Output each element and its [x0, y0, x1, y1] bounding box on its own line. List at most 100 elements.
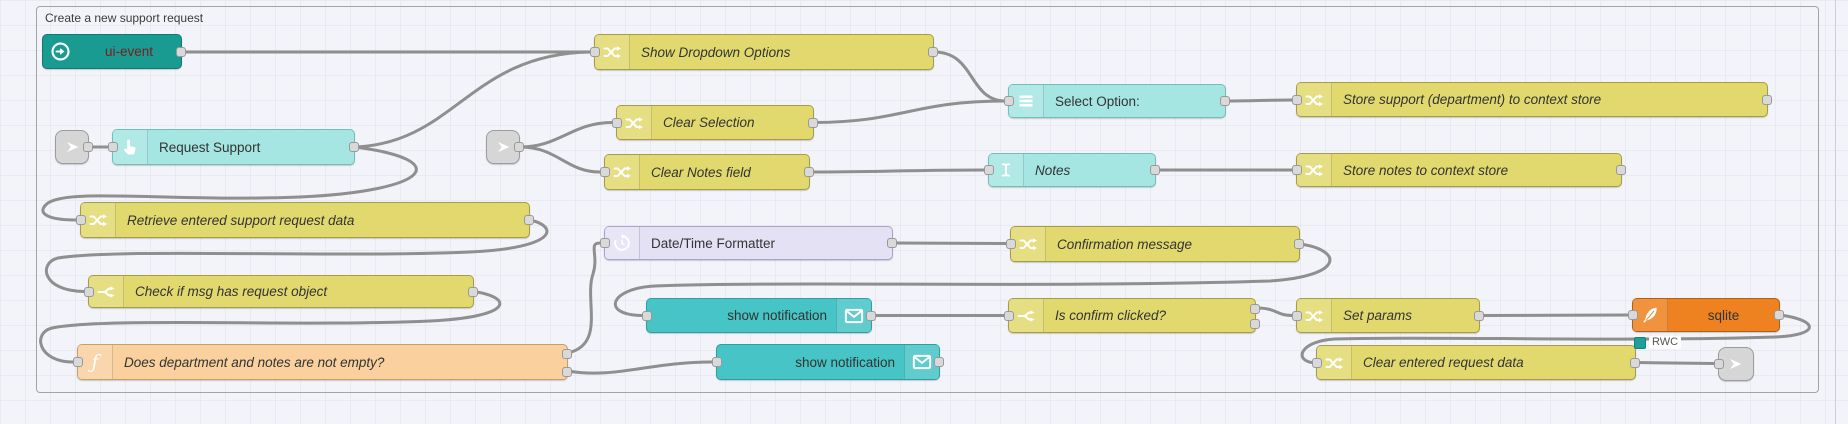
input-port[interactable]	[73, 357, 83, 367]
output-port[interactable]	[562, 367, 572, 377]
node-label: Set params	[1343, 308, 1413, 323]
wire[interactable]	[353, 50, 592, 149]
node-notif-2[interactable]: show notification	[712, 344, 944, 380]
wire[interactable]	[1300, 313, 1811, 364]
input-port[interactable]	[600, 167, 610, 177]
output-port[interactable]	[808, 117, 818, 128]
output-port[interactable]	[1220, 96, 1230, 106]
input-port[interactable]	[1292, 165, 1302, 175]
input-port[interactable]	[1628, 310, 1638, 320]
output-port[interactable]	[1616, 165, 1626, 175]
wire[interactable]	[1254, 306, 1294, 317]
wire[interactable]	[44, 218, 549, 293]
node-retrieve[interactable]: Retrieve entered support request data	[76, 202, 534, 238]
node-notes[interactable]: Notes	[984, 153, 1160, 187]
node-notif-1[interactable]: show notification	[642, 298, 876, 333]
wire[interactable]	[808, 168, 986, 174]
envelope-icon	[904, 345, 939, 379]
output-port[interactable]	[887, 238, 897, 248]
flow-group[interactable]: Create a new support request	[36, 6, 1819, 393]
wire[interactable]	[1634, 361, 1716, 365]
node-store-notes[interactable]: Store notes to context store	[1292, 153, 1626, 187]
output-port[interactable]	[1762, 94, 1772, 105]
output-port[interactable]	[1250, 319, 1260, 329]
output-port[interactable]	[1630, 357, 1640, 368]
output-port[interactable]	[176, 46, 186, 57]
node-confirm-msg[interactable]: Confirmation message	[1006, 226, 1304, 262]
input-port[interactable]	[612, 117, 622, 128]
input-port[interactable]	[1004, 96, 1014, 106]
node-set-params[interactable]: Set params	[1292, 298, 1484, 333]
input-port[interactable]	[1292, 94, 1302, 105]
node-link-in-2[interactable]	[486, 130, 524, 164]
output-port[interactable]	[83, 142, 93, 152]
input-port[interactable]	[1004, 310, 1014, 321]
feather-icon	[1633, 299, 1668, 331]
node-select-option[interactable]: Select Option:	[1004, 84, 1230, 118]
node-clear-notes[interactable]: Clear Notes field	[600, 154, 814, 190]
node-store-support[interactable]: Store support (department) to context st…	[1292, 82, 1772, 117]
node-label: Does department and notes are not empty?	[124, 354, 385, 370]
node-clear-selection[interactable]: Clear Selection	[612, 105, 818, 140]
node-request-support[interactable]: Request Support	[108, 129, 359, 165]
wire[interactable]	[613, 242, 1332, 317]
wire[interactable]	[518, 145, 602, 174]
output-port[interactable]	[928, 47, 938, 57]
node-clear-entered[interactable]: Clear entered request data	[1312, 345, 1640, 380]
node-show-dropdown[interactable]: Show Dropdown Options	[590, 34, 938, 70]
node-label: Date/Time Formatter	[651, 235, 776, 251]
node-dtf[interactable]: Date/Time Formatter	[600, 226, 897, 260]
wire[interactable]	[812, 99, 1006, 124]
envelope-icon	[836, 299, 871, 332]
input-port[interactable]	[590, 47, 600, 57]
node-ui-event[interactable]: ui-event	[42, 34, 186, 69]
output-port[interactable]	[468, 286, 478, 297]
shuffle-icon	[1011, 227, 1046, 261]
output-port[interactable]	[349, 142, 359, 152]
input-port[interactable]	[600, 238, 610, 248]
wire[interactable]	[1478, 313, 1630, 317]
wire[interactable]	[39, 290, 502, 364]
input-port[interactable]	[984, 165, 994, 175]
node-sqlite[interactable]: sqlite	[1628, 298, 1784, 332]
output-port[interactable]	[934, 357, 944, 367]
output-port[interactable]	[1150, 165, 1160, 175]
wire[interactable]	[891, 241, 1008, 245]
output-port[interactable]	[1474, 310, 1484, 321]
wire[interactable]	[41, 145, 418, 222]
input-port[interactable]	[108, 142, 118, 152]
output-port[interactable]	[1294, 239, 1304, 249]
output-port[interactable]	[1774, 310, 1784, 320]
input-port[interactable]	[1006, 239, 1016, 249]
output-port[interactable]	[514, 142, 524, 152]
shuffle-icon	[81, 203, 116, 237]
input-port[interactable]	[84, 286, 94, 297]
output-port[interactable]	[524, 215, 534, 225]
output-port[interactable]	[804, 167, 814, 177]
node-link-out-1[interactable]	[1714, 347, 1754, 381]
output-port[interactable]	[866, 310, 876, 321]
input-port[interactable]	[1714, 359, 1724, 369]
node-label: show notification	[727, 308, 827, 323]
wire[interactable]	[932, 50, 1006, 103]
input-port[interactable]	[76, 215, 86, 225]
output-port[interactable]	[1250, 304, 1260, 314]
timer-icon	[605, 227, 640, 259]
output-port[interactable]	[562, 349, 572, 359]
wire[interactable]	[518, 121, 614, 149]
ibeam-icon	[989, 154, 1024, 186]
fx-icon: ƒ	[78, 345, 113, 379]
wire[interactable]	[566, 360, 714, 375]
node-check-if[interactable]: Check if msg has request object	[84, 275, 478, 308]
input-port[interactable]	[1312, 357, 1322, 368]
input-port[interactable]	[1292, 310, 1302, 321]
wire[interactable]	[1224, 98, 1294, 103]
input-port[interactable]	[712, 357, 722, 367]
input-port[interactable]	[642, 310, 652, 321]
shuffle-icon	[1297, 299, 1332, 332]
node-does-dept[interactable]: ƒ Does department and notes are not empty…	[73, 344, 572, 380]
node-is-confirm[interactable]: Is confirm clicked?	[1004, 298, 1260, 333]
node-link-in-1[interactable]	[55, 130, 93, 164]
wire[interactable]	[566, 241, 602, 355]
